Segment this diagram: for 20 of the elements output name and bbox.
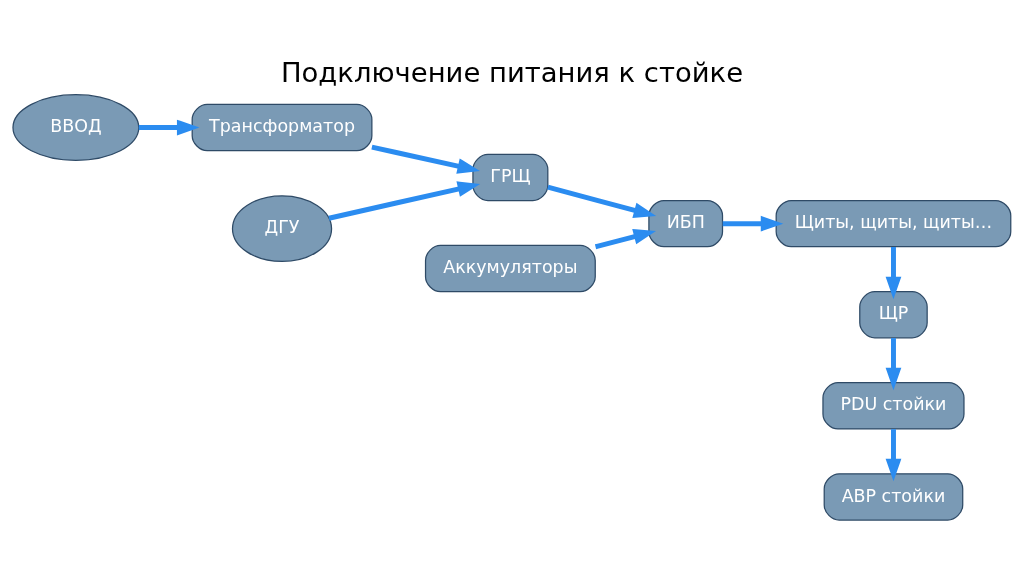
node-box: PDU стойки [822,381,965,430]
node-ellipse: ВВОД [12,93,140,161]
node-ellipse: ДГУ [231,194,333,262]
arrow [885,428,902,481]
arrow [547,184,657,218]
node-box: Щиты, щиты, щиты… [775,199,1012,247]
node-box: ГРЩ [472,153,549,201]
node-box: ЩР [859,290,928,338]
arrow [885,246,902,299]
node-box: ИБП [648,199,724,247]
diagram-title: Подключение питания к стойке [280,56,744,88]
node-box: АВР стойки [823,472,964,521]
node-box: Аккумуляторы [424,244,596,292]
arrow [722,215,784,232]
arrow [594,228,657,249]
arrow [328,180,481,221]
arrow [885,337,902,390]
arrow [138,119,200,135]
node-box: Трансформатор [191,103,373,151]
arrow [371,144,480,174]
